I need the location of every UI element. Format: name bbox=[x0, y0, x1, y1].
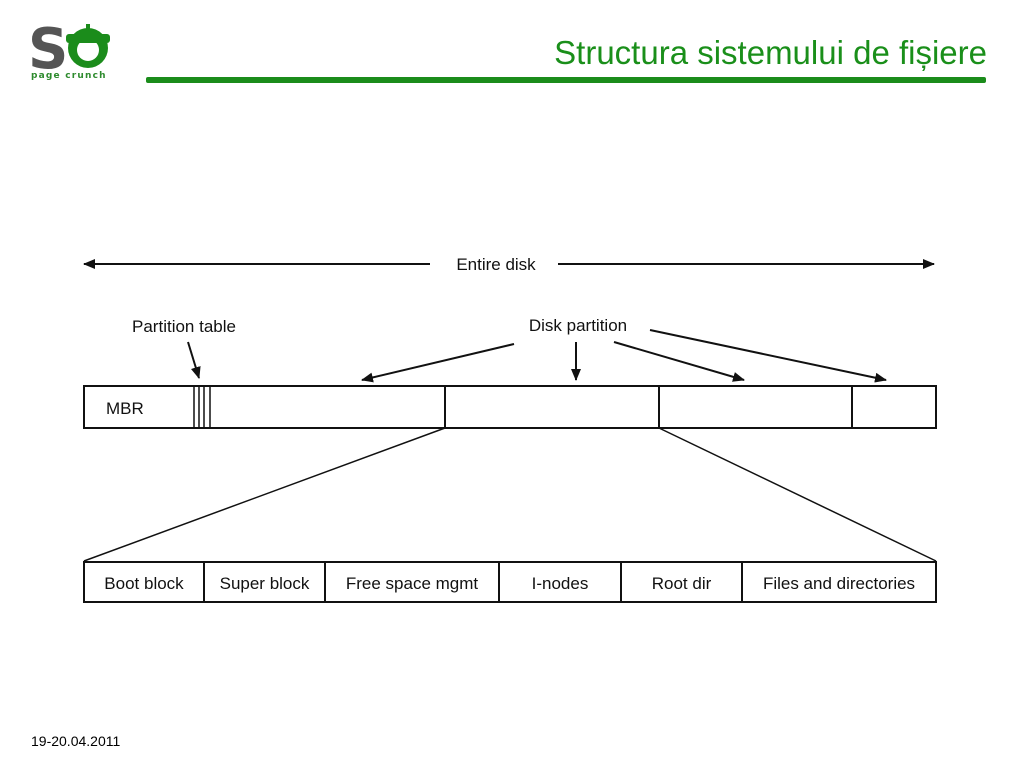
logo-letter-s: S bbox=[28, 17, 68, 82]
disk-partition-arrow-1 bbox=[361, 343, 515, 383]
mbr-label: MBR bbox=[106, 399, 144, 418]
layout-cell-boot-block: Boot block bbox=[104, 574, 184, 593]
logo-tagline: page crunch bbox=[31, 71, 107, 81]
title-underline bbox=[146, 77, 986, 83]
disk-bar bbox=[83, 385, 937, 429]
expansion-line-left bbox=[83, 427, 446, 562]
disk-partition-arrow-4 bbox=[649, 329, 887, 383]
page-title: Structura sistemului de fișiere bbox=[554, 34, 987, 71]
layout-cell-super-block: Super block bbox=[220, 574, 310, 593]
layout-cell-free-space-mgmt: Free space mgmt bbox=[346, 574, 479, 593]
entire-disk-label: Entire disk bbox=[456, 255, 536, 274]
layout-cell-i-nodes: I-nodes bbox=[532, 574, 589, 593]
page-crunch-logo: S bbox=[28, 17, 110, 82]
acorn-icon bbox=[66, 24, 110, 68]
partition-layout-bar bbox=[83, 561, 937, 603]
disk-partition-label: Disk partition bbox=[529, 316, 627, 335]
partition-table-arrow bbox=[187, 341, 201, 379]
layout-cell-root-dir: Root dir bbox=[652, 574, 712, 593]
disk-partition-arrow-3 bbox=[613, 341, 745, 382]
layout-cell-files-and-directories: Files and directories bbox=[763, 574, 915, 593]
expansion-line-right bbox=[658, 427, 937, 562]
partition-table-marks bbox=[193, 386, 211, 428]
partition-table-label: Partition table bbox=[132, 317, 236, 336]
slide-date: 19-20.04.2011 bbox=[31, 733, 121, 749]
